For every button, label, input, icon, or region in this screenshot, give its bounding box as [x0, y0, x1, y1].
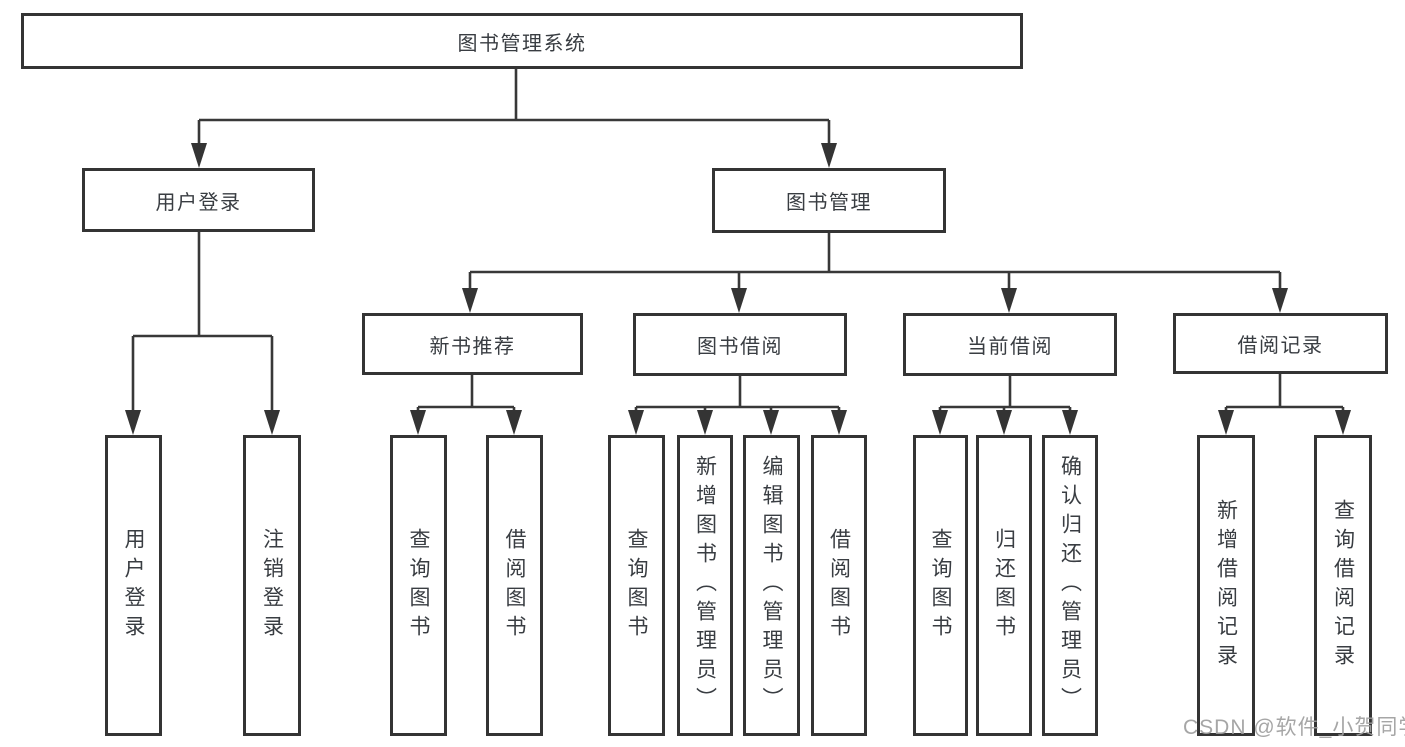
node-book-management: 图书管理 — [712, 168, 946, 233]
leaf-edit-books-admin: 编辑图书（管理员） — [743, 435, 800, 736]
arrowhead-icon — [125, 410, 141, 435]
node-label: 图书借阅 — [697, 336, 783, 358]
node-label: 用户登录 — [155, 191, 242, 214]
node-user-login: 用户登录 — [82, 168, 315, 232]
arrowhead-icon — [628, 410, 644, 435]
arrowhead-icon — [697, 410, 713, 435]
leaf-borrow-books-newbook: 借阅图书 — [486, 435, 543, 736]
arrowhead-icon — [932, 410, 948, 435]
leaf-borrow-books-borrow: 借阅图书 — [811, 435, 867, 736]
arrowhead-icon — [410, 410, 426, 435]
leaf-label: 借阅图书 — [503, 527, 526, 644]
leaf-add-borrow-record: 新增借阅记录 — [1197, 435, 1255, 736]
node-label: 借阅记录 — [1237, 335, 1324, 357]
node-borrow-records: 借阅记录 — [1173, 313, 1388, 374]
arrowhead-icon — [996, 410, 1012, 435]
leaf-label: 查询图书 — [625, 527, 648, 644]
arrowhead-icon — [763, 410, 779, 435]
node-label: 图书管理系统 — [457, 32, 587, 55]
leaf-label: 借阅图书 — [827, 527, 851, 644]
arrowhead-icon — [1001, 288, 1017, 313]
node-library-management-system: 图书管理系统 — [21, 13, 1023, 69]
leaf-label: 编辑图书（管理员） — [760, 455, 783, 716]
leaf-label: 查询借阅记录 — [1331, 498, 1355, 673]
leaf-user-login: 用户登录 — [105, 435, 162, 736]
node-book-borrow: 图书借阅 — [633, 313, 847, 376]
node-label: 当前借阅 — [967, 336, 1053, 358]
arrowhead-icon — [1335, 410, 1351, 435]
leaf-query-books-borrow: 查询图书 — [608, 435, 665, 736]
node-label: 新书推荐 — [429, 335, 516, 358]
arrowhead-icon — [1218, 410, 1234, 435]
arrowhead-icon — [831, 410, 847, 435]
arrowhead-icon — [264, 410, 280, 435]
leaf-label: 新增借阅记录 — [1214, 498, 1238, 673]
leaf-return-books: 归还图书 — [976, 435, 1032, 736]
leaf-confirm-return-admin: 确认归还（管理员） — [1042, 435, 1098, 736]
arrowhead-icon — [821, 143, 837, 168]
leaf-logout: 注销登录 — [243, 435, 301, 736]
arrowhead-icon — [191, 143, 207, 168]
arrowhead-icon — [1062, 410, 1078, 435]
leaf-label: 新增图书（管理员） — [693, 455, 717, 716]
leaf-label: 查询图书 — [407, 527, 430, 644]
node-label: 图书管理 — [786, 192, 872, 214]
arrowhead-icon — [462, 288, 478, 313]
leaf-add-books-admin: 新增图书（管理员） — [677, 435, 733, 736]
leaf-label: 用户登录 — [122, 527, 145, 644]
leaf-label: 确认归还（管理员） — [1058, 455, 1082, 716]
arrowhead-icon — [506, 410, 522, 435]
leaf-query-borrow-record: 查询借阅记录 — [1314, 435, 1372, 736]
node-new-book-recommend: 新书推荐 — [362, 313, 583, 375]
arrowhead-icon — [731, 288, 747, 313]
leaf-query-books-current: 查询图书 — [913, 435, 968, 736]
leaf-label: 归还图书 — [992, 527, 1016, 644]
watermark-text: CSDN @软件_小贺同学 — [1183, 716, 1405, 739]
leaf-label: 查询图书 — [929, 527, 952, 644]
arrowhead-icon — [1272, 288, 1288, 313]
leaf-label: 注销登录 — [260, 527, 284, 644]
leaf-query-books-newbook: 查询图书 — [390, 435, 447, 736]
node-current-borrow: 当前借阅 — [903, 313, 1117, 376]
